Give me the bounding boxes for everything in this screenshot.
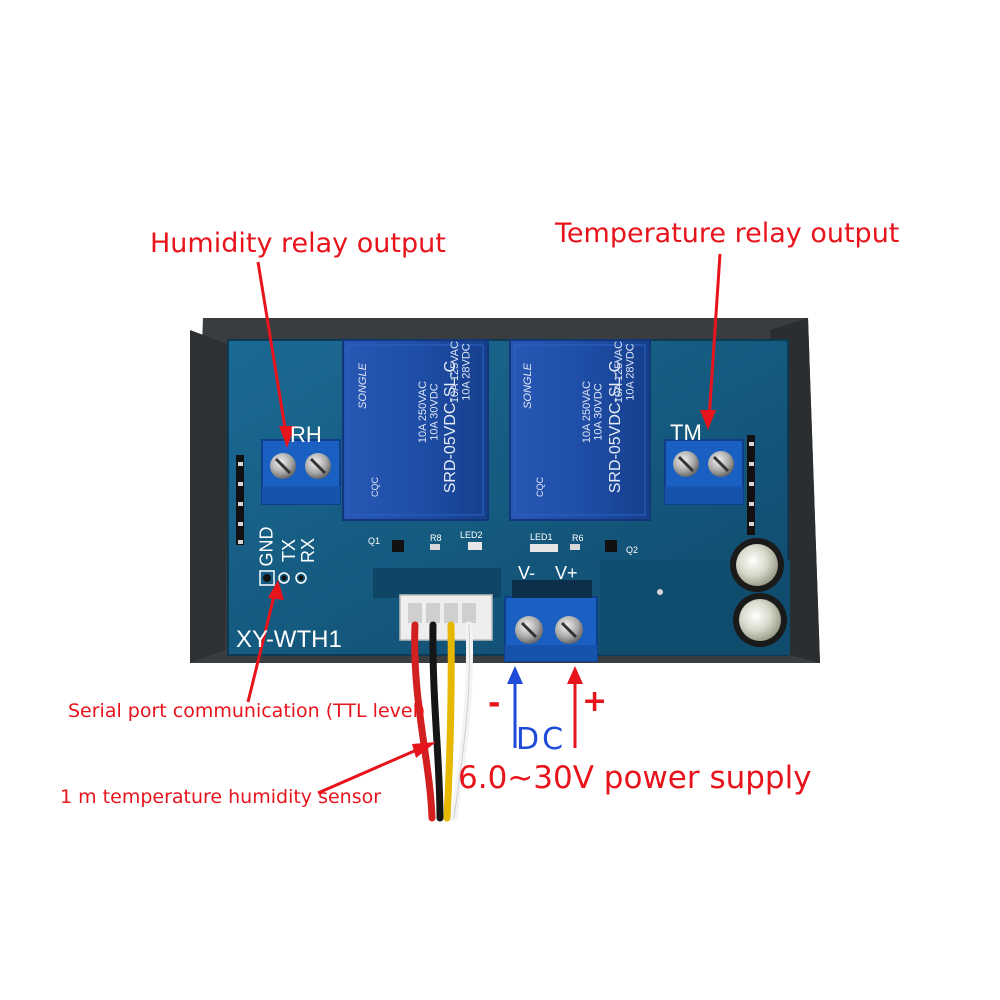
temperature-relay-rating-1: 10A 250VAC: [581, 380, 594, 444]
q2-label: Q2: [626, 545, 639, 555]
serial-port-callout: Serial port communication (TTL level): [68, 700, 426, 722]
humidity-relay-rating-1: 10A 250VAC: [417, 380, 430, 444]
rh-label: RH: [290, 422, 322, 447]
humidity-relay-brand: SONGLE: [356, 363, 369, 409]
temperature-relay-cqc: CQC: [535, 477, 545, 497]
q1-label: Q1: [368, 536, 381, 546]
left-pin-header: [236, 455, 244, 545]
smd-components: [392, 540, 663, 595]
temperature-relay: [509, 339, 651, 521]
humidity-relay-rating-2: 10A 30VDC: [428, 383, 441, 441]
humidity-relay-callout: Humidity relay output: [150, 228, 446, 259]
rh-terminal-block: [261, 439, 341, 505]
humidity-relay: [342, 339, 489, 521]
humidity-relay-rating-4: 10A 28VDC: [460, 343, 473, 401]
serial-port-pads: [259, 570, 307, 586]
rx-label: RX: [298, 537, 319, 564]
capacitors: [730, 538, 787, 647]
tx-label: TX: [279, 538, 300, 563]
right-pin-header: [747, 435, 755, 535]
power-terminal-block: [504, 580, 598, 662]
v-plus-label: V+: [555, 563, 578, 583]
gnd-label: GND: [256, 526, 277, 567]
humidity-relay-rating-3: 10A 125VAC: [449, 340, 462, 404]
sensor-callout: 1 m temperature humidity sensor: [60, 786, 382, 808]
callout-arrows: [246, 253, 722, 795]
temperature-relay-brand: SONGLE: [521, 363, 534, 409]
temperature-relay-rating-4: 10A 28VDC: [624, 343, 637, 401]
tm-terminal-block: [664, 439, 744, 505]
power-supply-callout: 6.0~30V power supply: [458, 760, 812, 796]
r8-label: R8: [430, 533, 442, 543]
temperature-relay-rating-3: 10A 125VAC: [613, 340, 626, 404]
plus-sign: +: [582, 684, 608, 719]
tm-label: TM: [670, 420, 702, 445]
led2-label: LED2: [460, 530, 483, 540]
humidity-relay-cqc: CQC: [370, 477, 380, 497]
dc-label: DC: [516, 722, 567, 757]
model-label: XY-WTH1: [236, 626, 342, 653]
led1-label: LED1: [530, 532, 553, 542]
temperature-relay-callout: Temperature relay output: [555, 218, 900, 249]
v-minus-label: V-: [518, 563, 536, 583]
temperature-relay-rating-2: 10A 30VDC: [592, 383, 605, 441]
r6-label: R6: [572, 533, 584, 543]
minus-sign: -: [488, 686, 501, 721]
sensor-cable: [411, 621, 474, 822]
